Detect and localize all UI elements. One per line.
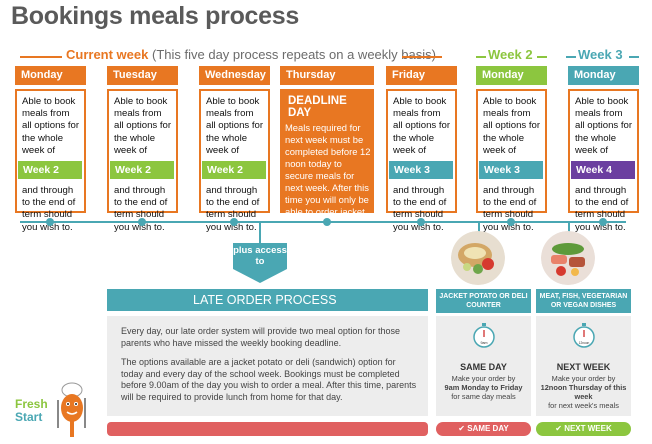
same-day-footer: ✔ SAME DAY [436, 422, 531, 436]
day-text-after: and through to the end of term should yo… [483, 185, 537, 233]
week-pill: Week 3 [389, 161, 453, 180]
day-header-friday: Friday [386, 66, 457, 85]
next-week-check-icon: ✔ [555, 424, 565, 433]
fresh-start-logo: Fresh Start [15, 398, 48, 424]
meat-fish-dish-image [541, 231, 595, 285]
timeline-dot [323, 218, 331, 226]
day-text-before: Able to book meals from all options for … [483, 96, 541, 156]
day-box-tuesday: Able to book meals from all options for … [107, 89, 178, 233]
day-header-wednesday: Wednesday [199, 66, 270, 85]
day-text-after: and through to the end of term should yo… [575, 185, 629, 233]
week-pill: Week 2 [18, 161, 82, 180]
next-week-title: NEXT WEEK [556, 362, 611, 372]
same-day-text-1: Make your order by [451, 374, 516, 383]
food-stem-same-day [478, 223, 480, 233]
week3-line-right [629, 56, 639, 58]
deadline-day-label: DEADLINE DAY [288, 95, 347, 119]
day-box-week3-monday: Able to book meals from all options for … [568, 89, 639, 233]
same-day-clock-icon: 9am [473, 323, 495, 348]
day-box-wednesday: Able to book meals from all options for … [199, 89, 270, 233]
late-order-body: Every day, our late order system will pr… [107, 316, 428, 416]
same-day-text-2: for same day meals [451, 392, 516, 401]
day-text-after: and through to the end of term should yo… [206, 185, 260, 233]
week-pill: Week 2 [202, 161, 266, 180]
day-text-before: Able to book meals from all options for … [114, 96, 172, 156]
timeline-dot [417, 218, 425, 226]
week2-line-left [476, 56, 486, 58]
current-week-header: Current week (This five day process repe… [66, 47, 436, 62]
day-box-week2-monday: Able to book meals from all options for … [476, 89, 547, 233]
current-week-line-right [402, 56, 442, 58]
same-day-title: SAME DAY [460, 362, 507, 372]
next-week-text-1: Make your order by [551, 374, 616, 383]
week2-line-right [537, 56, 547, 58]
late-order-paragraph-2: The options available are a jacket potat… [121, 357, 417, 402]
day-header-week3-monday: Monday [568, 66, 639, 85]
plus-access-arrow [233, 269, 287, 283]
jacket-potato-image [451, 231, 505, 285]
chef-mascot-icon [57, 382, 86, 437]
logo-line-1: Fresh [15, 397, 48, 411]
next-week-bar: MEAT, FISH, VEGETARIAN OR VEGAN DISHES [536, 289, 631, 313]
logo-line-2: Start [15, 410, 43, 424]
next-week-footer-label: NEXT WEEK [564, 424, 612, 433]
current-week-note: (This five day process repeats on a week… [152, 47, 436, 62]
thursday-text: Meals required for next week must be com… [285, 122, 371, 229]
day-text-after: and through to the end of term should yo… [22, 185, 76, 233]
next-week-clock-label: 12noon [579, 341, 590, 345]
day-header-thursday: Thursday [280, 66, 374, 85]
week3-line-left [566, 56, 576, 58]
day-box-monday: Able to book meals from all options for … [15, 89, 86, 233]
food-stem-next-week [568, 223, 570, 233]
day-header-monday: Monday [15, 66, 86, 85]
day-text-after: and through to the end of term should yo… [393, 185, 447, 233]
timeline-dot [599, 218, 607, 226]
next-week-text-bold: 12noon Thursday of this week [540, 383, 627, 401]
day-header-week2-monday: Monday [476, 66, 547, 85]
late-order-paragraph-1: Every day, our late order system will pr… [121, 326, 400, 348]
day-box-friday: Able to book meals from all options for … [386, 89, 457, 233]
same-day-footer-label: SAME DAY [467, 424, 509, 433]
same-day-text-bold: 9am Monday to Friday [444, 383, 523, 392]
current-week-label: Current week [66, 47, 149, 62]
timeline-dot [46, 218, 54, 226]
next-week-text-2: for next week's meals [548, 401, 619, 410]
next-week-clock-icon: 12noon [573, 323, 595, 348]
day-box-thursday: DEADLINE DAY Meals required for next wee… [280, 89, 374, 229]
day-text-before: Able to book meals from all options for … [22, 96, 80, 156]
late-order-footer-bar [107, 422, 428, 436]
week3-header: Week 3 [578, 47, 623, 62]
week2-header: Week 2 [488, 47, 533, 62]
timeline-dot [138, 218, 146, 226]
day-text-before: Able to book meals from all options for … [393, 96, 451, 156]
same-day-check-icon: ✔ [458, 424, 468, 433]
plus-access-box: plus access to [233, 243, 287, 269]
week-pill: Week 3 [479, 161, 543, 180]
week-pill: Week 2 [110, 161, 174, 180]
current-week-line-left [20, 56, 62, 58]
same-day-clock-label: 9am [481, 341, 488, 345]
page-title: Bookings meals process [11, 2, 299, 30]
day-text-before: Able to book meals from all options for … [575, 96, 633, 156]
same-day-bar: JACKET POTATO OR DELI COUNTER [436, 289, 531, 313]
week-pill: Week 4 [571, 161, 635, 180]
day-text-after: and through to the end of term should yo… [114, 185, 168, 233]
timeline-dot [230, 218, 238, 226]
day-text-before: Able to book meals from all options for … [206, 96, 264, 156]
day-header-tuesday: Tuesday [107, 66, 178, 85]
plus-access-stem [259, 223, 261, 243]
late-order-title-bar: LATE ORDER PROCESS [107, 289, 428, 311]
next-week-footer: ✔ NEXT WEEK [536, 422, 631, 436]
timeline-dot [507, 218, 515, 226]
